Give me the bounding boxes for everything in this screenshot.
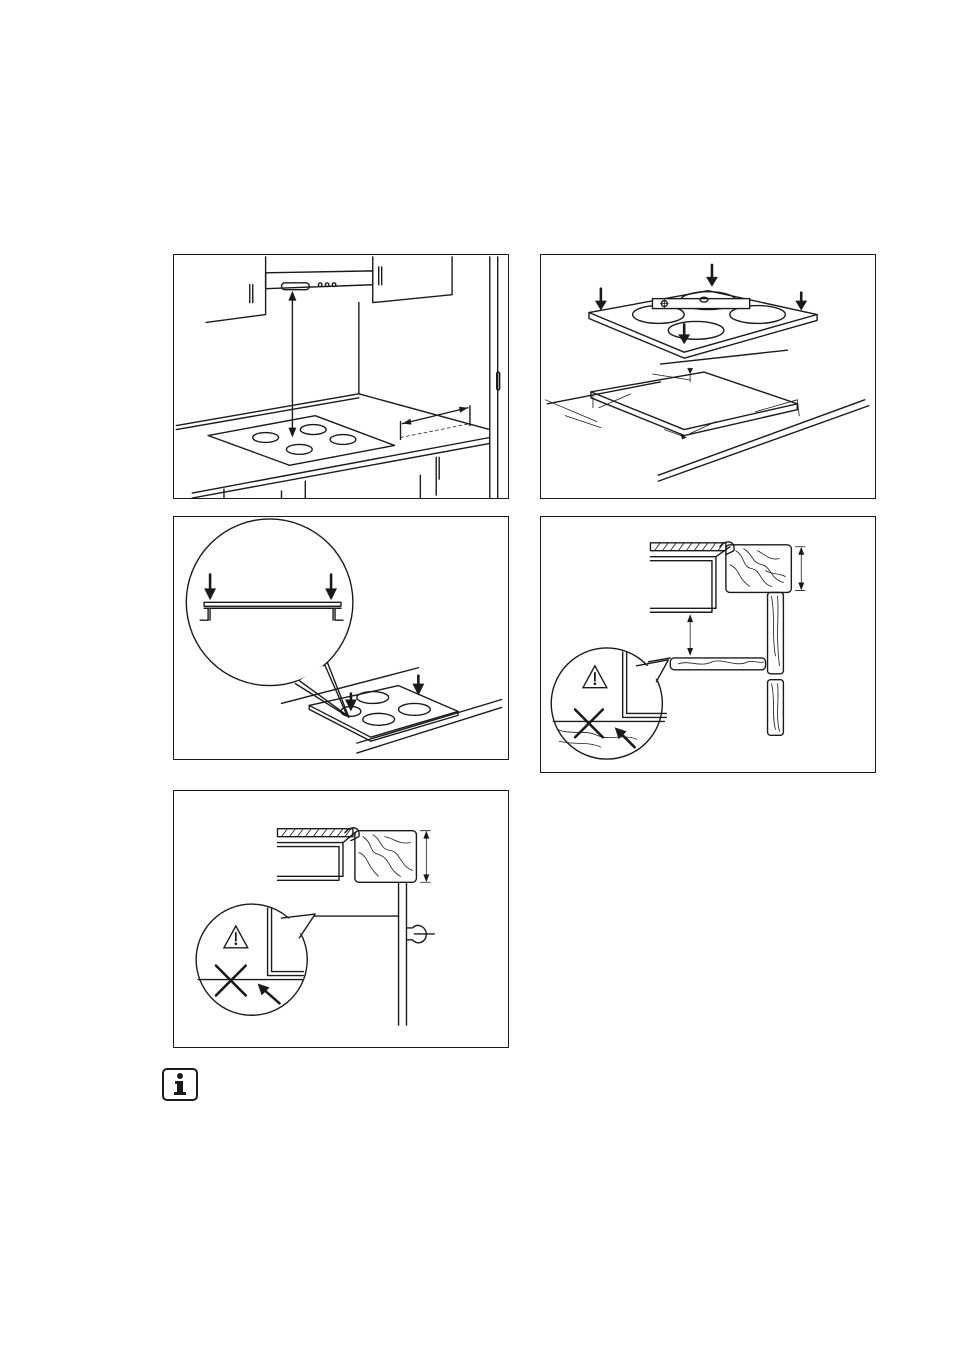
figure-drawer-clearance bbox=[173, 790, 509, 1048]
figure-protection-board bbox=[540, 516, 876, 773]
info-icon bbox=[162, 1068, 198, 1101]
hob-cutout-drawing bbox=[541, 255, 875, 498]
protection-board-drawing bbox=[541, 517, 875, 772]
seal-installation-drawing bbox=[174, 517, 508, 759]
drawer-clearance-drawing bbox=[174, 791, 508, 1047]
figure-seal-installation bbox=[173, 516, 509, 760]
figure-hood-clearance bbox=[173, 254, 509, 499]
figure-hob-cutout bbox=[540, 254, 876, 499]
hood-clearance-drawing bbox=[174, 255, 508, 498]
